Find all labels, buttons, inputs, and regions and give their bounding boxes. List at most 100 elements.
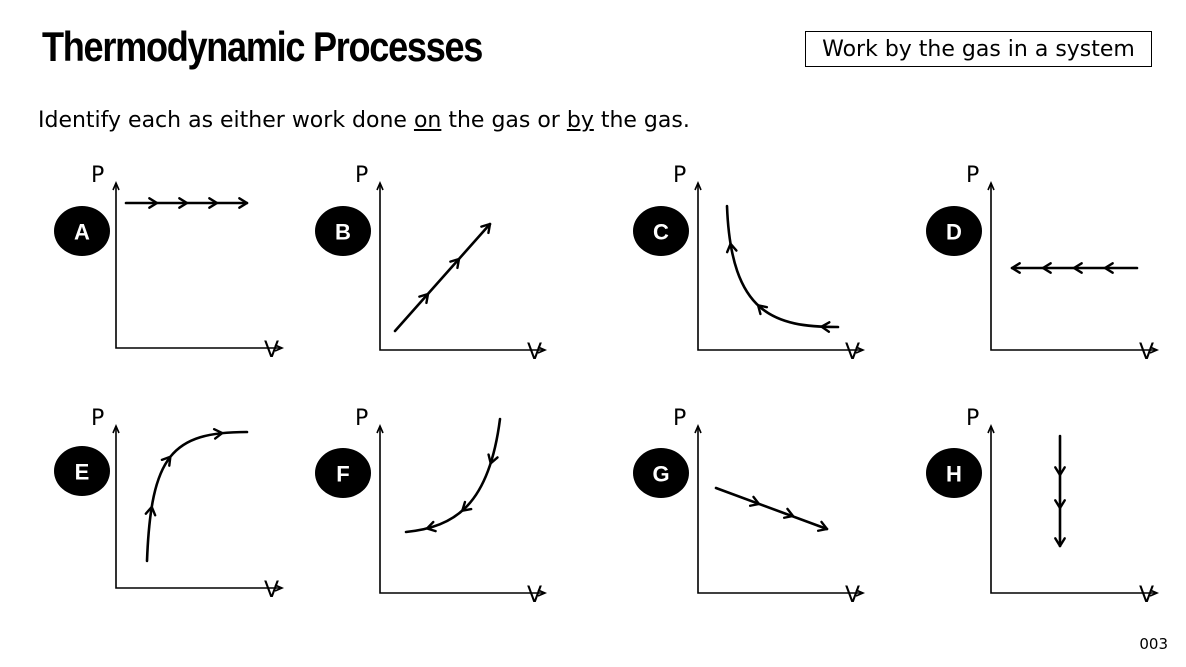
x-axis-arrow — [537, 346, 548, 354]
arrow-down-left — [461, 500, 473, 512]
pv-diagram-g: G P V — [633, 406, 866, 608]
panel-label: C — [653, 220, 669, 245]
arrow-right — [208, 197, 219, 209]
y-axis-label: P — [966, 406, 979, 431]
panel-label-badge — [315, 206, 371, 256]
x-axis-label: V — [264, 578, 279, 603]
panel-label: B — [335, 220, 351, 245]
x-axis-arrow — [274, 344, 285, 352]
process-curve — [404, 417, 502, 534]
y-axis-label: P — [355, 406, 368, 431]
arrow-right — [238, 197, 249, 209]
page-title: Thermodynamic Processes — [42, 23, 483, 70]
y-axis-label: P — [966, 163, 979, 188]
y-axis-arrow — [987, 423, 995, 434]
instructions-by-word: by — [566, 108, 594, 133]
panel-label: D — [946, 220, 962, 245]
pv-diagram-h: H P V — [926, 406, 1160, 608]
page-number: 003 — [1139, 635, 1168, 653]
axes — [990, 183, 1157, 351]
panel-label: A — [74, 220, 90, 245]
arrow-left — [725, 242, 738, 254]
panel-label-badge — [633, 448, 689, 498]
pv-diagram-a: A P V — [54, 163, 285, 363]
arrow-right — [178, 197, 189, 209]
y-axis-arrow — [987, 180, 995, 191]
arrow-up-right — [212, 427, 224, 440]
pv-diagram-c: C P V — [633, 163, 866, 365]
arrow-up-right — [144, 505, 157, 517]
process-line — [714, 486, 829, 531]
axes — [990, 426, 1157, 594]
instructions-text-middle: the gas or — [441, 108, 567, 133]
pv-diagram-b: B P V — [315, 163, 548, 365]
axes — [697, 183, 863, 351]
arrow-down-left — [425, 520, 437, 533]
arrow-left — [1010, 262, 1021, 274]
y-axis-arrow — [112, 423, 120, 434]
x-axis-label: V — [845, 583, 860, 608]
topic-badge: Work by the gas in a system — [805, 31, 1152, 67]
panel-label-badge — [926, 448, 982, 498]
panel-label-badge — [315, 448, 371, 498]
arrow-up-right — [480, 222, 492, 235]
x-axis-label: V — [845, 340, 860, 365]
arrow-down — [1054, 537, 1066, 548]
arrow-down-right — [816, 520, 829, 532]
x-axis-label: V — [527, 340, 542, 365]
arrow-left — [820, 321, 831, 333]
axes — [115, 183, 282, 349]
x-axis-arrow — [855, 346, 866, 354]
arrow-up-right — [418, 292, 430, 305]
x-axis-arrow — [537, 589, 548, 597]
y-axis-label: P — [91, 163, 104, 188]
arrow-down — [1054, 466, 1066, 477]
panel-label-badge — [54, 446, 110, 496]
panel-label: E — [75, 460, 90, 485]
panel-label-badge — [926, 206, 982, 256]
x-axis-arrow — [855, 589, 866, 597]
arrow-down-left — [487, 453, 499, 465]
arrow-down-right — [748, 495, 761, 507]
y-axis-label: P — [673, 406, 686, 431]
instructions-text-end: the gas. — [593, 108, 690, 133]
y-axis-arrow — [376, 180, 384, 191]
axes — [115, 426, 282, 589]
arrow-right — [148, 197, 159, 209]
panel-label: G — [652, 462, 669, 487]
x-axis-label: V — [264, 338, 279, 363]
arrow-up-right — [160, 455, 172, 467]
pv-diagram-f: F P V — [315, 406, 548, 608]
arrow-left — [1103, 262, 1114, 274]
process-line — [393, 222, 492, 333]
instructions-text-start: Identify each as either work done — [38, 108, 414, 133]
x-axis-label: V — [1139, 340, 1154, 365]
axes — [379, 426, 545, 594]
instructions-on-word: on — [413, 108, 442, 133]
x-axis-label: V — [527, 583, 542, 608]
arrow-up-right — [449, 257, 461, 270]
pv-diagram-e: E P V — [54, 406, 285, 603]
arrow-left — [1041, 262, 1052, 274]
y-axis-label: P — [355, 163, 368, 188]
arrow-down — [1054, 499, 1066, 510]
panel-label: F — [336, 462, 349, 487]
y-axis-label: P — [91, 406, 104, 431]
x-axis-arrow — [1149, 589, 1160, 597]
arrow-down-right — [782, 507, 795, 519]
y-axis-arrow — [376, 423, 384, 434]
panel-label: H — [946, 462, 962, 487]
x-axis-label: V — [1139, 583, 1154, 608]
axes — [379, 183, 545, 351]
arrow-left — [1072, 262, 1083, 274]
arrow-left — [756, 304, 769, 316]
process-curve — [725, 204, 840, 329]
axes — [697, 426, 863, 594]
pv-diagram-d: D P V — [926, 163, 1160, 365]
x-axis-arrow — [1149, 346, 1160, 354]
y-axis-label: P — [673, 163, 686, 188]
x-axis-arrow — [274, 584, 285, 592]
process-curve — [145, 430, 249, 563]
y-axis-arrow — [694, 180, 702, 191]
